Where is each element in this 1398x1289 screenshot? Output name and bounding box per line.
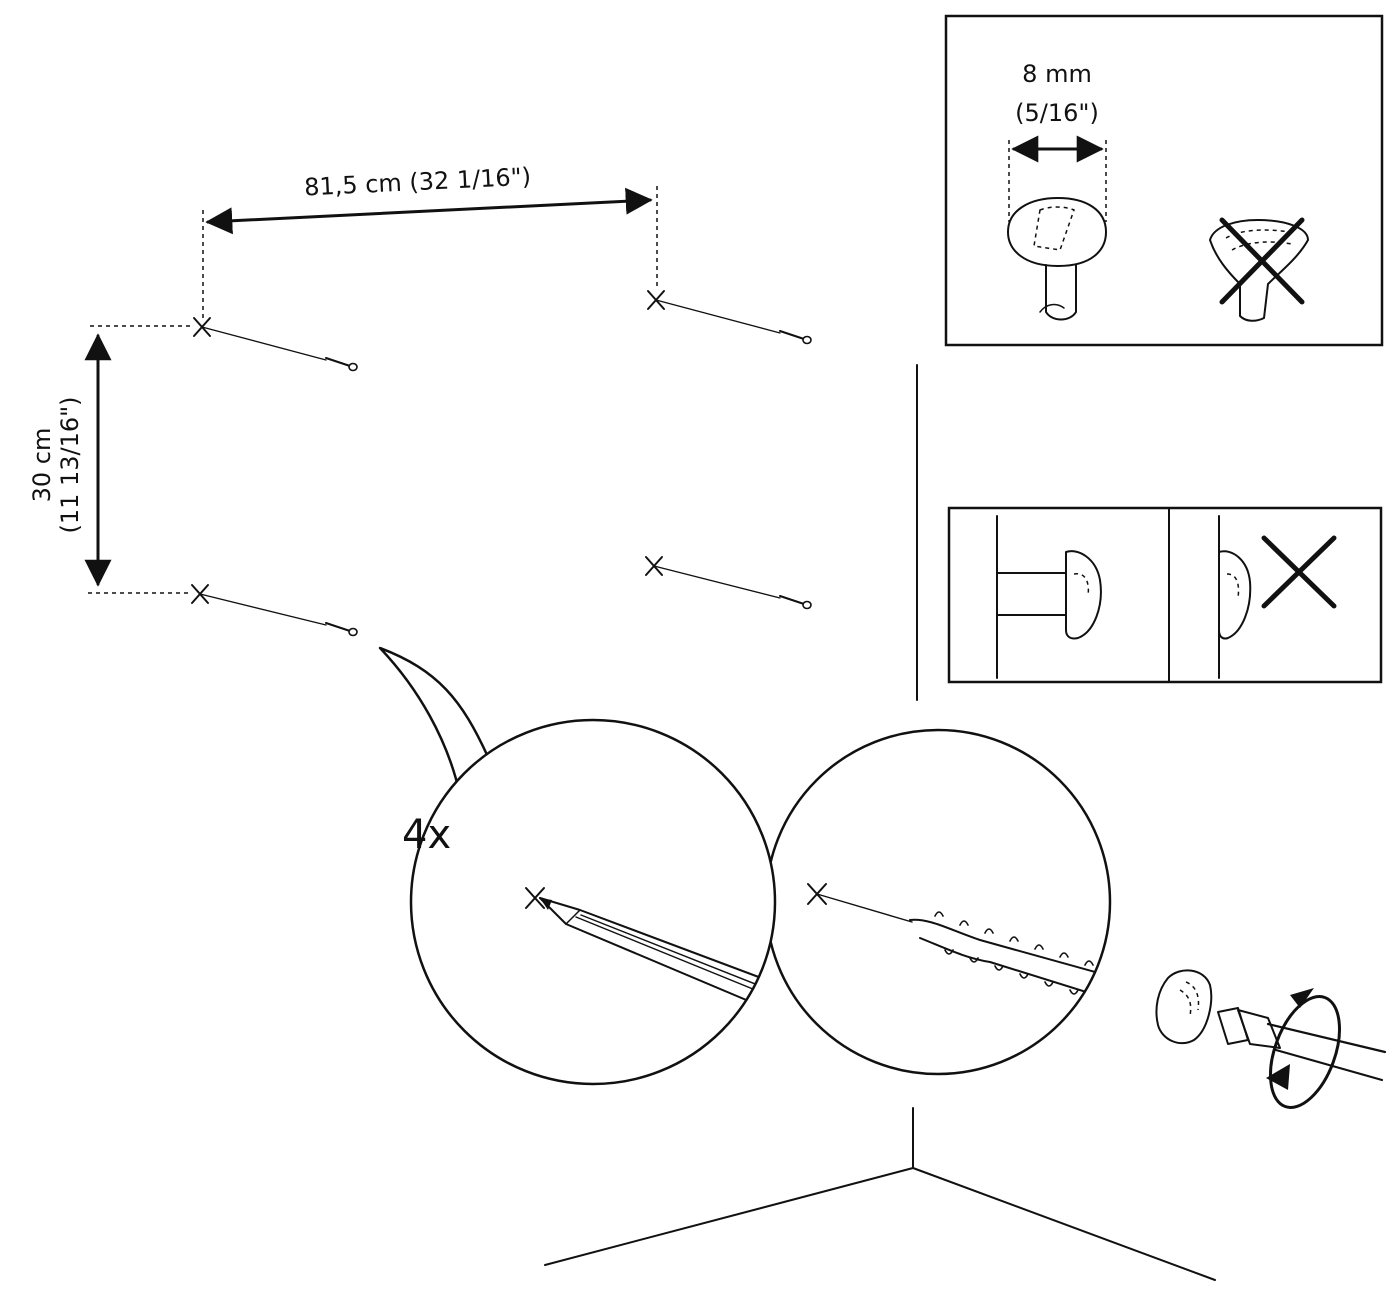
screwdriver-icon bbox=[1217, 1007, 1387, 1082]
vertical-dimension-label-line2: (11 13/16") bbox=[56, 396, 84, 533]
detail-circle-screw-install bbox=[764, 728, 1112, 1076]
wall-corner-lines bbox=[544, 364, 1216, 1281]
horizontal-dimension-label: 81,5 cm (32 1/16") bbox=[304, 162, 532, 201]
screw-head-size-label-line2: (5/16") bbox=[1015, 99, 1099, 127]
screw-head-installed bbox=[1155, 969, 1213, 1045]
vertical-dimension-label-line1: 30 cm bbox=[28, 428, 56, 503]
detail-circle-pencil-mark bbox=[409, 718, 777, 1086]
incorrect-x-icon bbox=[1219, 217, 1305, 305]
correct-head-gap-icon bbox=[996, 515, 1102, 679]
inset-screw-head-gap bbox=[947, 506, 1383, 684]
quantity-label: 4x bbox=[402, 812, 451, 858]
screw-head-size-label-line1: 8 mm bbox=[1022, 60, 1092, 88]
correct-screw-head-icon bbox=[1007, 197, 1107, 321]
inset-screw-head-size: 8 mm (5/16") bbox=[944, 14, 1384, 347]
incorrect-screw-head-icon bbox=[1209, 217, 1309, 322]
rotate-arrow-icon bbox=[1266, 988, 1341, 1109]
horizontal-dimension: 81,5 cm (32 1/16") bbox=[202, 162, 658, 318]
incorrect-head-gap-icon bbox=[1218, 515, 1337, 679]
screw-position-top-right bbox=[647, 290, 812, 345]
pencil-icon bbox=[539, 897, 775, 1011]
callout-tail bbox=[378, 646, 490, 797]
screw-position-top-left bbox=[193, 317, 358, 372]
incorrect-x-icon bbox=[1261, 535, 1337, 609]
screw-position-bottom-right bbox=[645, 556, 812, 610]
screw-position-bottom-left bbox=[191, 584, 358, 637]
vertical-dimension: 30 cm (11 13/16") bbox=[28, 325, 192, 594]
